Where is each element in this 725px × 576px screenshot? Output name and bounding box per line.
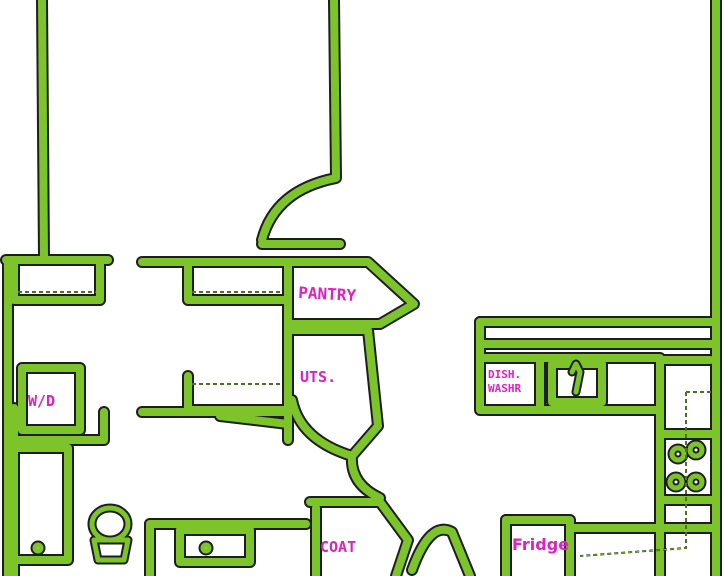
greenLayer-segment-14 [216, 412, 292, 428]
greenLayer-segment-24 [347, 452, 384, 502]
fixGreen-segment-6 [569, 361, 583, 395]
outlineLayer-segment-8 [182, 260, 294, 306]
greenLayer-segment-17 [10, 444, 72, 564]
label-dishwasher-line1: DISH. [488, 368, 521, 381]
label-uts: UTS. [300, 368, 336, 386]
greenLayer-segment-9 [284, 258, 418, 328]
outlineLayer-segment-21 [174, 524, 256, 568]
outlineLayer-segment-12 [182, 370, 294, 416]
label-pantry: PANTRY [298, 283, 357, 305]
greenLayer-segment-11 [288, 326, 382, 460]
label-coat: COAT [320, 538, 356, 556]
fixtures [32, 361, 705, 563]
fixGreen-segment-0 [89, 505, 131, 543]
fixGreen-segment-8 [32, 542, 44, 554]
greenLayer-segment-25 [408, 525, 474, 576]
greenLayer-segment-35 [502, 516, 574, 576]
label-dishwasher-line2: WASHR [488, 382, 521, 395]
greenLayer-segment-7 [10, 260, 104, 304]
greenLayer-segment-0 [38, 0, 48, 262]
fixGreen-segment-1 [91, 537, 131, 563]
fixGreen-segment-2 [669, 445, 687, 463]
label-wd: W/D [28, 392, 55, 410]
outlineLayer-segment-7 [8, 258, 106, 306]
greenLayer-segment-22 [306, 498, 412, 576]
greenLayer-segment-1 [258, 0, 340, 244]
greenLayer-segment-31 [548, 360, 606, 406]
fixGreen-segment-7 [200, 542, 212, 554]
dash-green-3 [579, 392, 687, 557]
dashes-green [18, 291, 712, 557]
greenLayer-segment-8 [184, 262, 292, 304]
greenLayer-segment-16 [18, 364, 84, 434]
outlineLayer-segment-1 [256, 0, 342, 246]
fixGreen-segment-5 [687, 473, 705, 491]
greenLayer-segment-21 [176, 526, 254, 566]
label-fridge: Fridge [512, 535, 569, 554]
fixGreen-segment-4 [667, 473, 685, 491]
greenLayer-segment-28 [476, 318, 664, 414]
greenLayer-segment-15 [10, 404, 108, 444]
fixGreen-segment-3 [687, 441, 705, 459]
